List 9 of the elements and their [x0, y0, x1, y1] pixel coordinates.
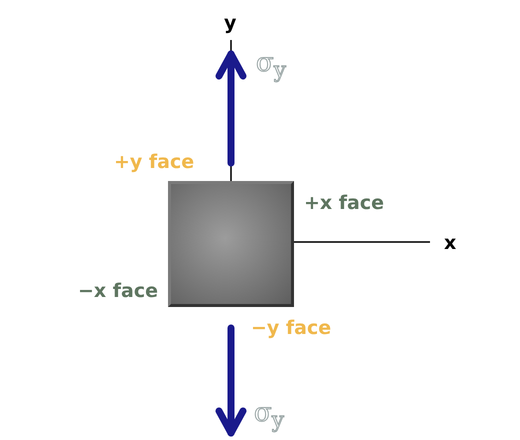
face-label: −y face	[251, 319, 332, 338]
face-label: +y face	[114, 153, 194, 172]
axis-label: y	[224, 14, 236, 33]
shaded-square	[168, 181, 294, 307]
face-label: +x face	[304, 194, 384, 213]
stress-label: σ$_{y}$	[254, 400, 284, 432]
axis-label: x	[444, 234, 456, 253]
face-label: −x face	[78, 282, 158, 301]
stress-label: σ$_{y}$	[256, 50, 286, 82]
